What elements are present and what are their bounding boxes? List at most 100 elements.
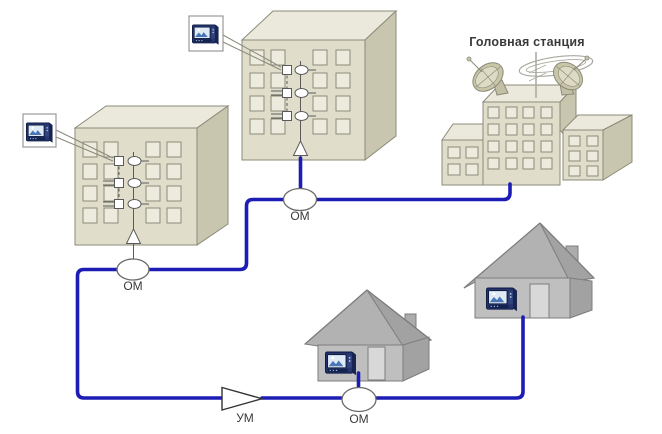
optical-node-label-houses: ОМ [349, 412, 369, 426]
door [367, 346, 386, 381]
window [568, 135, 581, 147]
cable-om-to-house [374, 315, 525, 400]
window [522, 140, 535, 153]
window [487, 157, 500, 170]
window [145, 141, 161, 158]
tap-oval-icon [127, 178, 142, 188]
tv-icon [22, 113, 57, 148]
window [270, 95, 286, 112]
window [487, 106, 500, 119]
window [586, 135, 599, 147]
apartment-building-middle [188, 9, 398, 162]
amplifier-label: УМ [236, 411, 254, 425]
callout-line [55, 129, 114, 159]
head-station-building [441, 52, 633, 186]
window [166, 141, 182, 158]
house-side-wall [569, 277, 593, 319]
window [166, 185, 182, 202]
optical-node-label-left: ОМ [123, 279, 143, 293]
building-side [196, 105, 229, 246]
window [312, 95, 328, 112]
cable-headstation-to-om [315, 182, 512, 202]
window [522, 106, 535, 119]
tap-oval-icon [294, 111, 309, 121]
window [447, 163, 461, 176]
trunk-cables [75, 156, 525, 400]
window [487, 123, 500, 136]
window [522, 157, 535, 170]
window [505, 157, 518, 170]
optical-node-oval-houses [341, 386, 377, 413]
window [568, 150, 581, 162]
satellite-dish-left-icon [466, 56, 509, 96]
window [103, 163, 119, 180]
satellite-dish-right-icon [553, 55, 590, 96]
splitter-box-icon [282, 65, 292, 75]
roof-edge [539, 222, 595, 279]
window [487, 140, 500, 153]
cable-om-to-om [147, 197, 286, 272]
callout-line [222, 34, 282, 68]
optical-node-oval-middle [282, 187, 318, 212]
window [312, 118, 328, 135]
window [465, 146, 479, 159]
window [447, 146, 461, 159]
window [540, 123, 553, 136]
tap-oval-icon [294, 88, 309, 98]
splitter-box-icon [282, 88, 292, 98]
tap-oval-icon [294, 65, 309, 75]
window [586, 165, 599, 177]
window [540, 157, 553, 170]
splitter-box-icon [114, 156, 124, 166]
window [82, 207, 98, 224]
window [335, 49, 351, 66]
window [465, 163, 479, 176]
cable-om-to-amplifier [75, 267, 224, 400]
window [270, 118, 286, 135]
window [540, 140, 553, 153]
tap-oval-icon [127, 199, 142, 209]
callout-line [55, 136, 114, 162]
splitter-box-icon [282, 111, 292, 121]
apartment-building-left [22, 105, 230, 260]
tv-icon [188, 15, 224, 52]
house-left [303, 289, 433, 382]
window [270, 72, 286, 89]
roof-edge [304, 289, 368, 345]
window [312, 72, 328, 89]
house-amplifier-icon [292, 139, 309, 156]
window [505, 106, 518, 119]
window [249, 72, 265, 89]
window [166, 163, 182, 180]
splitter-box-icon [114, 199, 124, 209]
window [249, 49, 265, 66]
callout-line [222, 41, 282, 71]
window [335, 118, 351, 135]
tap-oval-icon [127, 156, 142, 166]
window [103, 207, 119, 224]
window [145, 185, 161, 202]
window [505, 140, 518, 153]
house-right [463, 222, 596, 319]
window [103, 185, 119, 202]
window [335, 72, 351, 89]
riser-left-building [103, 152, 149, 260]
window [82, 163, 98, 180]
splitter-box-icon [114, 178, 124, 188]
window [335, 95, 351, 112]
tv-icon [324, 351, 357, 376]
door [529, 283, 550, 319]
amplifier-triangle-icon [221, 386, 265, 411]
window [249, 118, 265, 135]
window [249, 95, 265, 112]
window [145, 207, 161, 224]
window [522, 123, 535, 136]
window [586, 150, 599, 162]
roof-edge [366, 289, 432, 341]
optical-node-label-middle: ОМ [290, 209, 310, 223]
window [166, 207, 182, 224]
window [505, 123, 518, 136]
window [82, 185, 98, 202]
